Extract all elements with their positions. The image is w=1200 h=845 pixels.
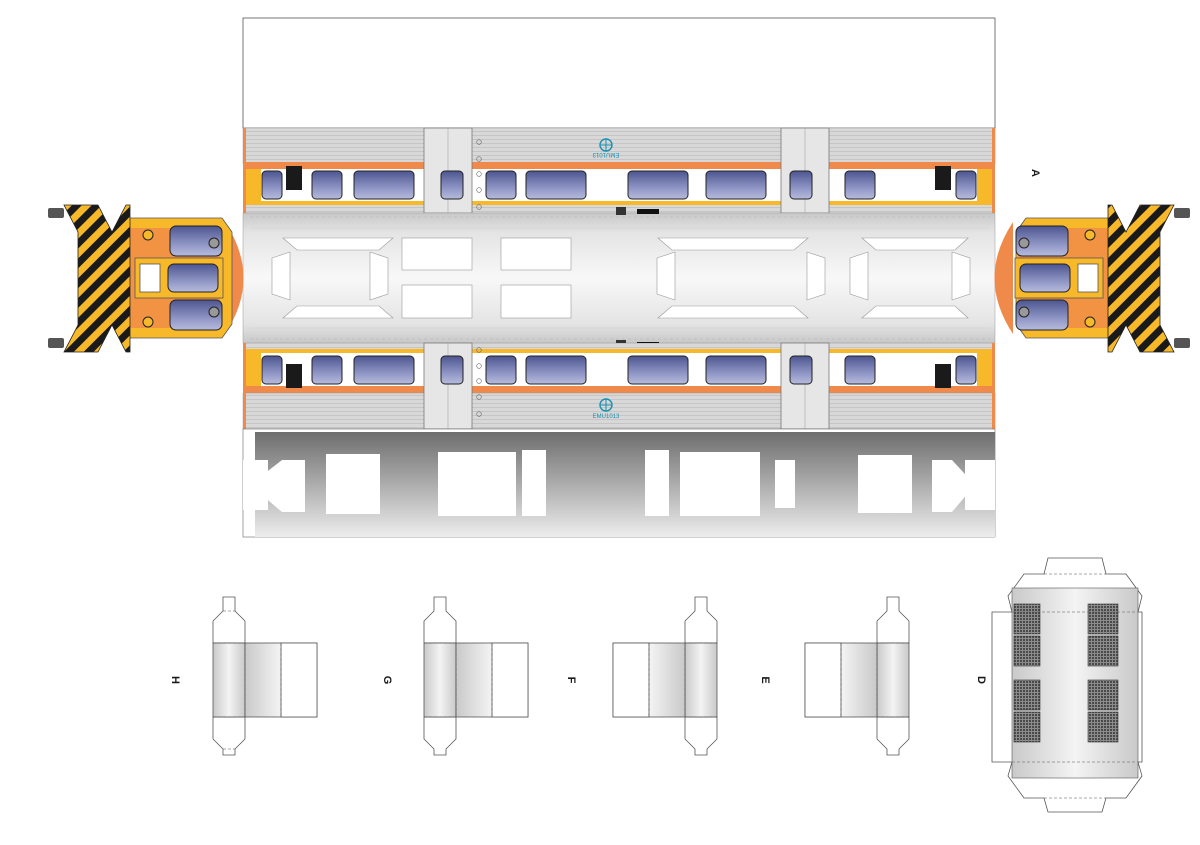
window	[286, 364, 302, 388]
headlight	[1018, 306, 1030, 318]
grille	[1013, 711, 1041, 743]
window	[525, 170, 587, 200]
window	[705, 170, 767, 200]
part-label-h: H	[169, 676, 181, 684]
window	[627, 170, 689, 200]
grille	[1087, 711, 1119, 743]
part-label-d: D	[975, 676, 987, 684]
cab-door-window	[167, 263, 219, 293]
window	[844, 170, 876, 200]
grille	[1013, 679, 1041, 711]
buffer	[48, 338, 64, 348]
car-number-top: EMU1013	[592, 151, 619, 157]
headlight	[208, 237, 220, 249]
window	[705, 355, 767, 385]
window	[935, 364, 951, 388]
bogie-part-e	[804, 596, 910, 756]
cab-windshield	[169, 299, 223, 331]
cab-end-left	[48, 204, 244, 353]
window	[844, 355, 876, 385]
window	[955, 355, 977, 385]
roof-panel	[242, 207, 996, 348]
buffer	[1174, 208, 1190, 218]
railway-logo-icon: EMU1013	[592, 138, 619, 157]
window	[261, 170, 283, 200]
cab-end-right	[994, 204, 1190, 353]
window	[955, 170, 977, 200]
window	[485, 355, 517, 385]
top-glue-flap	[242, 17, 996, 129]
car-body: EMU1013	[242, 17, 996, 538]
window	[789, 170, 813, 200]
railway-logo-icon: EMU1013	[593, 398, 620, 420]
part-label-a: A	[1029, 169, 1041, 177]
window	[353, 170, 415, 200]
headlight	[208, 306, 220, 318]
grille	[1087, 635, 1119, 667]
cab-windshield	[1015, 225, 1069, 257]
window	[286, 166, 302, 190]
window	[353, 355, 415, 385]
underframe-skirt	[242, 428, 996, 538]
underfloor-part-d	[991, 557, 1143, 813]
part-label-f: F	[565, 677, 577, 684]
side-wall-bottom: EMU1013	[242, 342, 996, 430]
window	[789, 355, 813, 385]
window	[440, 355, 464, 385]
window	[440, 170, 464, 200]
grille	[1013, 635, 1041, 667]
grille	[1087, 679, 1119, 711]
bogie-part-f	[612, 596, 718, 756]
part-label-e: E	[759, 676, 771, 683]
part-label-g: G	[381, 676, 393, 685]
cab-windshield	[1015, 299, 1069, 331]
window	[525, 355, 587, 385]
buffer	[1174, 338, 1190, 348]
grille	[1087, 603, 1119, 635]
window	[311, 170, 343, 200]
cab-door-window	[1019, 263, 1071, 293]
bogie-part-g	[423, 596, 529, 756]
headlight	[1018, 237, 1030, 249]
cab-windshield	[169, 225, 223, 257]
window	[311, 355, 343, 385]
grille	[1013, 603, 1041, 635]
window	[627, 355, 689, 385]
side-wall-top: EMU1013	[242, 127, 996, 214]
bogie-part-h	[212, 596, 318, 756]
hazard-end-flap	[63, 204, 131, 353]
window	[935, 166, 951, 190]
buffer	[48, 208, 64, 218]
window	[485, 170, 517, 200]
window	[261, 355, 283, 385]
hazard-end-flap	[1107, 204, 1175, 353]
car-number-bottom: EMU1013	[593, 414, 620, 420]
